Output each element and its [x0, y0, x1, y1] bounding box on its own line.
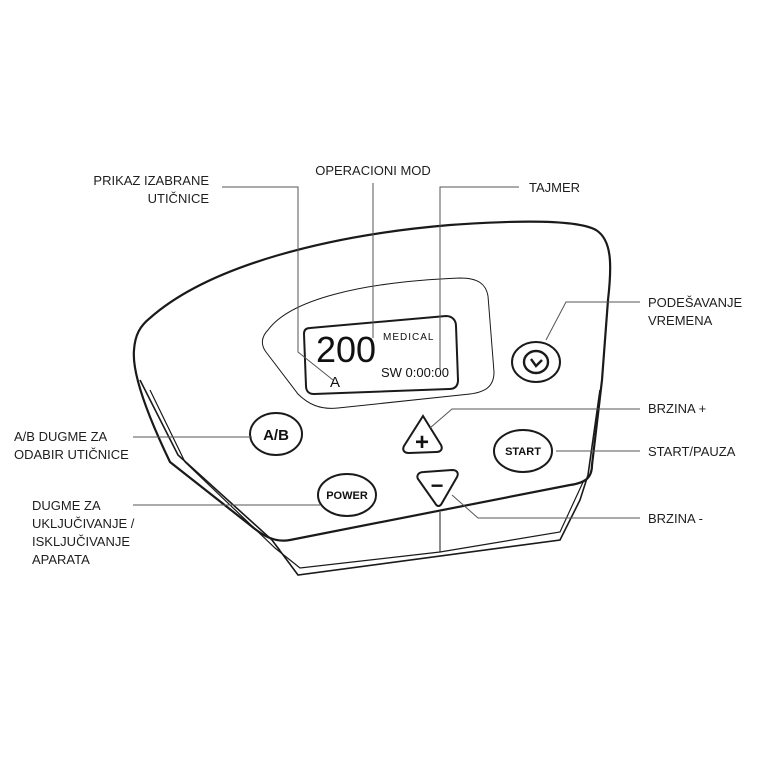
leader-lines: [133, 183, 640, 519]
label-power-button-1: DUGME ZA: [32, 498, 101, 513]
label-socket-display-1: PRIKAZ IZABRANE: [93, 173, 209, 188]
label-timer: TAJMER: [529, 180, 580, 195]
label-power-button-3: ISKLJUČIVANJE: [32, 534, 130, 549]
lcd-value: 200: [316, 329, 376, 370]
start-pause-button[interactable]: START: [493, 429, 553, 473]
minus-label: −: [431, 473, 444, 498]
label-speed-minus: BRZINA -: [648, 511, 703, 526]
lcd-socket: A: [330, 374, 340, 391]
label-time-setting-2: VREMENA: [648, 313, 713, 328]
clock-icon: [522, 349, 550, 375]
callout-labels: PRIKAZ IZABRANE UTIČNICE OPERACIONI MOD …: [14, 163, 742, 567]
label-socket-display-2: UTIČNICE: [148, 191, 210, 206]
label-operation-mode: OPERACIONI MOD: [315, 163, 431, 178]
lcd-mode: MEDICAL: [383, 332, 434, 343]
speed-plus-button[interactable]: +: [402, 414, 443, 456]
display-bezel: [261, 277, 495, 409]
label-time-setting-1: PODEŠAVANJE: [648, 295, 742, 310]
power-label: POWER: [326, 490, 368, 502]
device-body: [132, 220, 612, 576]
speed-minus-button[interactable]: −: [416, 468, 459, 507]
power-button[interactable]: POWER: [317, 473, 377, 517]
plus-label: +: [415, 429, 429, 456]
ab-button-label: A/B: [263, 427, 289, 444]
lcd-timer: SW 0:00:00: [381, 365, 449, 380]
label-start-pause: START/PAUZA: [648, 444, 736, 459]
label-power-button-4: APARATA: [32, 552, 90, 567]
label-ab-button-1: A/B DUGME ZA: [14, 429, 108, 444]
label-power-button-2: UKLJUČIVANJE /: [32, 516, 135, 531]
lcd-screen: 200 MEDICAL A SW 0:00:00: [302, 314, 460, 396]
label-speed-plus: BRZINA +: [648, 401, 706, 416]
ab-button[interactable]: A/B: [249, 412, 303, 456]
time-setting-button[interactable]: [511, 341, 561, 383]
start-label: START: [505, 446, 541, 458]
label-ab-button-2: ODABIR UTIČNICE: [14, 447, 129, 462]
